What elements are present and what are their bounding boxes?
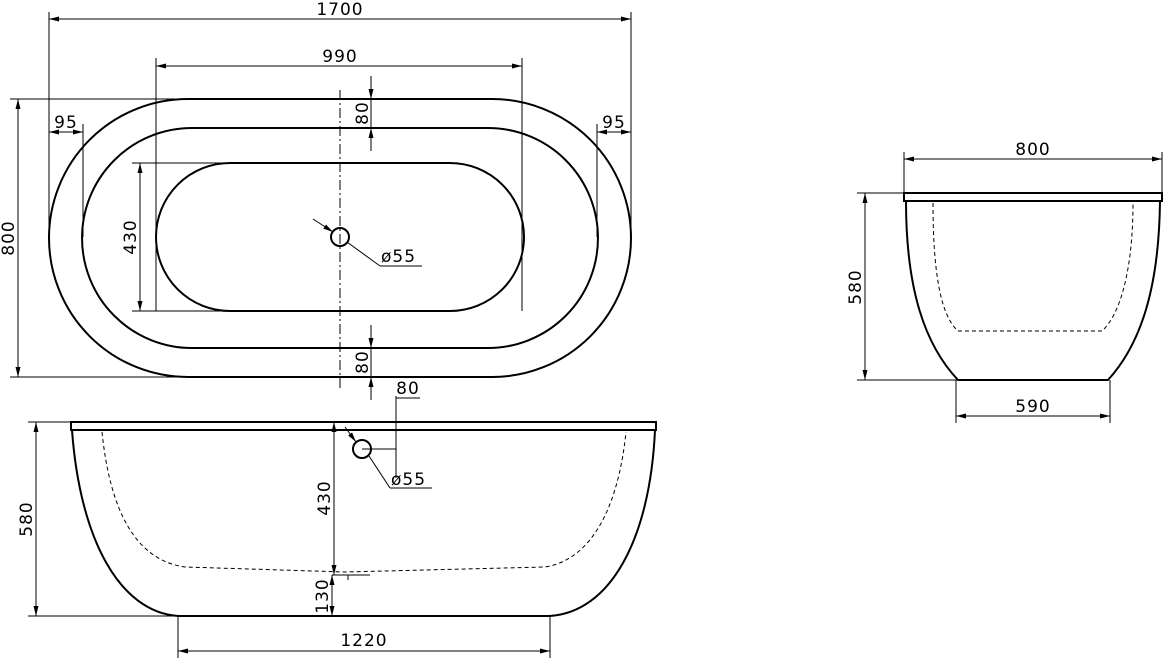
front-rim — [70, 421, 657, 431]
plan-rim-outline — [81, 127, 599, 349]
plan-inner-width-label: 430 — [121, 219, 141, 254]
plan-rim-top-label: 80 — [353, 101, 373, 125]
plan-drain-icon — [330, 227, 350, 247]
front-height-label: 580 — [17, 501, 37, 536]
side-rim — [903, 192, 1163, 202]
plan-basin-outline — [155, 162, 525, 312]
side-width-label: 800 — [1015, 140, 1050, 160]
side-body-outline — [905, 200, 1161, 381]
plan-rim-left-label: 95 — [54, 113, 78, 133]
front-base-length-label: 1220 — [340, 631, 387, 651]
front-drain-leader-out — [368, 455, 391, 489]
plan-inner-length-label: 990 — [322, 47, 357, 67]
front-drain-leader-in — [344, 426, 357, 443]
side-height-label: 580 — [846, 269, 866, 304]
plan-drain-leader-in — [312, 218, 334, 233]
plan-view: ø55 1700 990 95 95 80 80 800 — [0, 0, 632, 400]
plan-overall-width-label: 800 — [0, 220, 19, 255]
front-drain-depth-label: 430 — [315, 480, 335, 515]
front-base-height-label: 130 — [313, 578, 333, 613]
plan-rim-bottom-label: 80 — [353, 350, 373, 374]
front-basin-hidden — [101, 431, 627, 573]
plan-drain-diameter-label: ø55 — [381, 247, 416, 267]
plan-rim-right-label: 95 — [602, 113, 626, 133]
front-body-outline — [71, 429, 656, 617]
front-drain-offset-label: 80 — [396, 379, 420, 399]
side-basin-hidden — [932, 202, 1134, 332]
side-view: 800 580 590 — [846, 140, 1163, 423]
plan-overall-length-label: 1700 — [316, 0, 363, 20]
front-view: ø55 80 580 430 130 1220 — [17, 379, 657, 658]
front-drain-diameter-label: ø55 — [391, 470, 426, 490]
side-base-width-label: 590 — [1015, 397, 1050, 417]
plan-outer-outline — [48, 98, 632, 378]
plan-drain-leader-out — [346, 241, 381, 267]
